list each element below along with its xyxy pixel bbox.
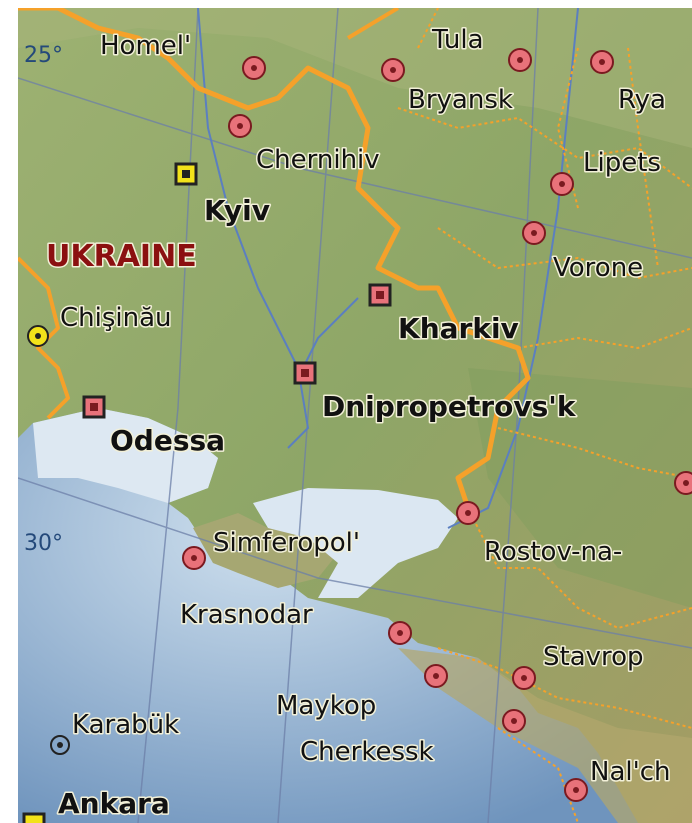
label-tula: Tula — [431, 25, 484, 55]
capital-labels: Kyiv Kharkiv Dnipropetrovs'k Odessa Anka… — [57, 193, 579, 822]
marker-ankara[interactable] — [22, 812, 46, 823]
marker-bryansk[interactable] — [381, 58, 405, 82]
country-label-ukraine: UKRAINE — [46, 239, 197, 274]
city-labels: Homel' Tula Bryansk Rya Chernihiv Lipets… — [59, 24, 673, 789]
label-homel: Homel' — [100, 31, 191, 61]
marker-lipetsk[interactable] — [550, 172, 574, 196]
label-dnipro: Dnipropetrovs'k — [322, 390, 577, 423]
graticule — [18, 8, 692, 823]
marker-tula[interactable] — [508, 48, 532, 72]
marker-krasnodar[interactable] — [388, 621, 412, 645]
northern-upland — [18, 8, 692, 148]
label-ankara: Ankara — [58, 787, 170, 820]
marker-stavropol[interactable] — [512, 666, 536, 690]
label-chisinau: Chişinău — [60, 303, 172, 333]
label-stavropol: Stavrop — [543, 642, 644, 672]
marker-cherkessk[interactable] — [502, 709, 526, 733]
borders — [18, 8, 692, 823]
marker-rostov-east[interactable] — [674, 471, 692, 495]
city-markers — [27, 48, 692, 802]
label-bryansk: Bryansk — [408, 85, 513, 115]
capital-markers — [22, 162, 392, 823]
marker-simferopol[interactable] — [182, 546, 206, 570]
map-canvas: 25° 30° UKRAINE Homel' Tula Bryansk Rya — [18, 8, 692, 823]
lowland — [468, 368, 692, 608]
marker-rostov[interactable] — [456, 501, 480, 525]
label-simferopol: Simferopol' — [213, 528, 360, 558]
marker-chernihiv[interactable] — [228, 114, 252, 138]
label-maykop: Maykop — [276, 691, 376, 721]
label-rostov: Rostov-na- — [484, 537, 622, 567]
label-cherkessk: Cherkessk — [300, 737, 434, 767]
marker-nalchik[interactable] — [564, 778, 588, 802]
marker-kharkiv[interactable] — [368, 283, 392, 307]
marker-odessa[interactable] — [82, 395, 106, 419]
label-ryazan: Rya — [618, 85, 666, 115]
black-sea — [18, 408, 638, 823]
marker-maykop[interactable] — [424, 664, 448, 688]
label-voronezh: Vorone — [553, 253, 643, 283]
marker-ryazan[interactable] — [590, 50, 614, 74]
label-nalchik: Nal'ch — [590, 757, 671, 787]
label-karabuk: Karabük — [72, 710, 179, 740]
latitude-label-top: 25° — [24, 43, 63, 68]
latitude-label-mid: 30° — [24, 531, 63, 556]
marker-homel[interactable] — [242, 56, 266, 80]
map-view[interactable]: 25° 30° UKRAINE Homel' Tula Bryansk Rya — [18, 8, 692, 823]
label-kyiv: Kyiv — [204, 194, 270, 227]
caucasus-highland — [398, 648, 692, 823]
marker-voronezh[interactable] — [522, 221, 546, 245]
label-odessa: Odessa — [110, 424, 225, 457]
label-lipetsk: Lipets — [583, 148, 661, 178]
label-krasnodar: Krasnodar — [180, 600, 313, 630]
label-chernihiv: Chernihiv — [256, 145, 380, 175]
label-kharkiv: Kharkiv — [398, 312, 519, 345]
marker-dnipro[interactable] — [293, 361, 317, 385]
marker-karabuk[interactable] — [50, 735, 70, 755]
marker-kyiv[interactable] — [174, 162, 198, 186]
marker-chisinau[interactable] — [27, 325, 49, 347]
sea-of-azov — [253, 488, 458, 598]
